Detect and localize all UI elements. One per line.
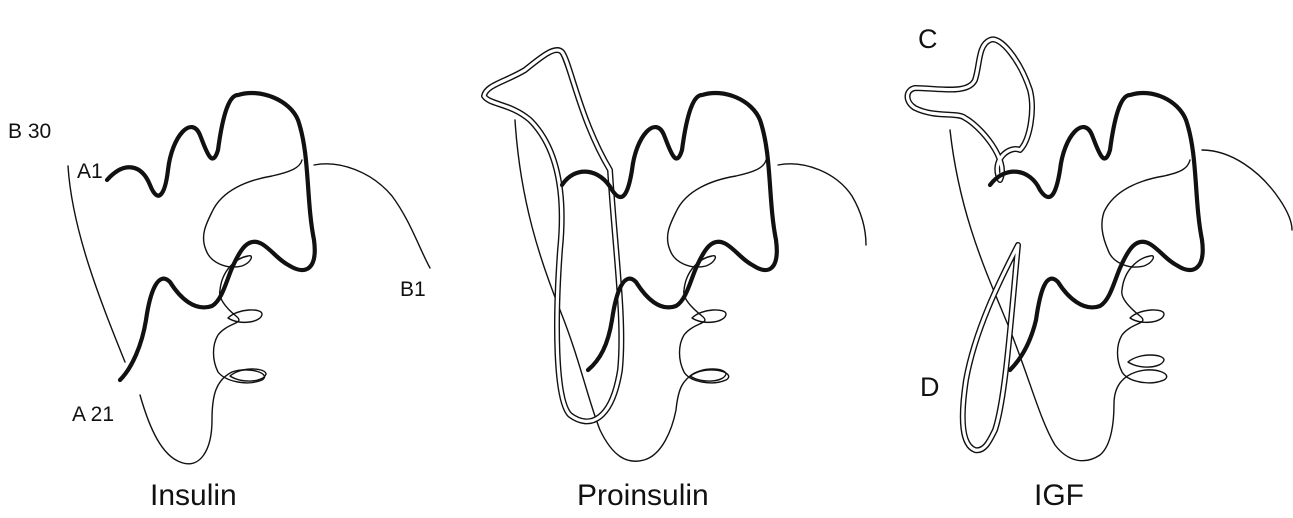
proinsulin-caption: Proinsulin: [577, 479, 709, 512]
proinsulin-panel: [484, 50, 866, 461]
insulin-b-chain-tail: [314, 164, 430, 268]
igf-d-label: D: [920, 372, 940, 402]
proinsulin-b-chain-tail: [778, 164, 866, 245]
insulin-a1-label: A1: [77, 160, 103, 183]
igf-c-domain: [908, 39, 1032, 180]
insulin-b1-label: B1: [400, 278, 426, 301]
insulin-ring-1: [228, 310, 262, 322]
igf-caption: IGF: [1034, 479, 1084, 512]
insulin-b-chain-lower: [140, 160, 302, 464]
igf-b-chain-tail: [1202, 150, 1292, 230]
insulin-caption: Insulin: [150, 479, 237, 512]
proinsulin-c-peptide-inner: [484, 50, 621, 421]
insulin-a21-label: A 21: [72, 403, 114, 426]
insulin-panel: [68, 93, 430, 464]
insulin-b30-label: B 30: [8, 120, 51, 143]
igf-c-label: C: [918, 24, 938, 54]
igf-a-chain: [990, 93, 1203, 370]
igf-panel: [908, 39, 1293, 460]
insulin-b-chain: [68, 166, 125, 362]
igf-ring-2: [1128, 355, 1164, 367]
insulin-a-chain: [107, 93, 315, 380]
